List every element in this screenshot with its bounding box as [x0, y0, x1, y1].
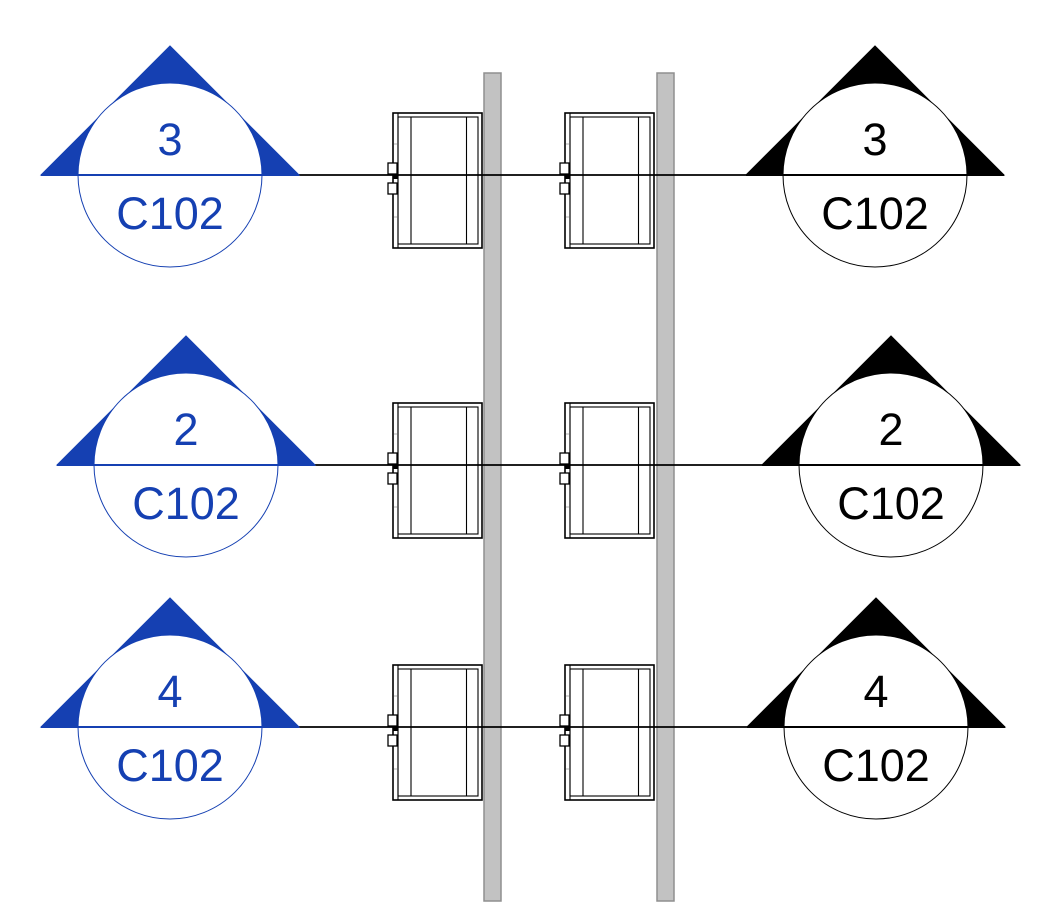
- wall-left[interactable]: [483, 72, 502, 902]
- section-head-left[interactable]: 4 C102: [39, 597, 301, 820]
- sheet-number-label: C102: [822, 740, 930, 791]
- section-row: 4 C102 4 C102: [39, 597, 1007, 820]
- detail-number-label: 2: [878, 404, 903, 455]
- section-head-right[interactable]: 4 C102: [745, 597, 1007, 820]
- section-head-left[interactable]: 3 C102: [39, 45, 301, 268]
- section-head-right[interactable]: 3 C102: [744, 45, 1006, 268]
- window-symbol[interactable]: [387, 402, 483, 539]
- section-head-left[interactable]: 2 C102: [55, 335, 317, 558]
- window-symbol[interactable]: [559, 112, 655, 249]
- window-symbol[interactable]: [387, 112, 483, 249]
- sheet-number-label: C102: [821, 188, 929, 239]
- window-symbol[interactable]: [559, 402, 655, 539]
- section-row: 2 C102 2 C102: [55, 335, 1022, 558]
- detail-number-label: 2: [173, 404, 198, 455]
- section-head-right[interactable]: 2 C102: [760, 335, 1022, 558]
- window-symbol[interactable]: [559, 664, 655, 801]
- sheet-number-label: C102: [116, 188, 224, 239]
- sheet-number-label: C102: [116, 740, 224, 791]
- detail-number-label: 3: [157, 114, 182, 165]
- sheet-number-label: C102: [132, 478, 240, 529]
- detail-number-label: 4: [157, 666, 182, 717]
- detail-number-label: 4: [863, 666, 888, 717]
- wall-right[interactable]: [656, 72, 675, 902]
- window-symbol[interactable]: [387, 664, 483, 801]
- section-row: 3 C102 3 C102: [39, 45, 1006, 268]
- detail-number-label: 3: [862, 114, 887, 165]
- sheet-number-label: C102: [837, 478, 945, 529]
